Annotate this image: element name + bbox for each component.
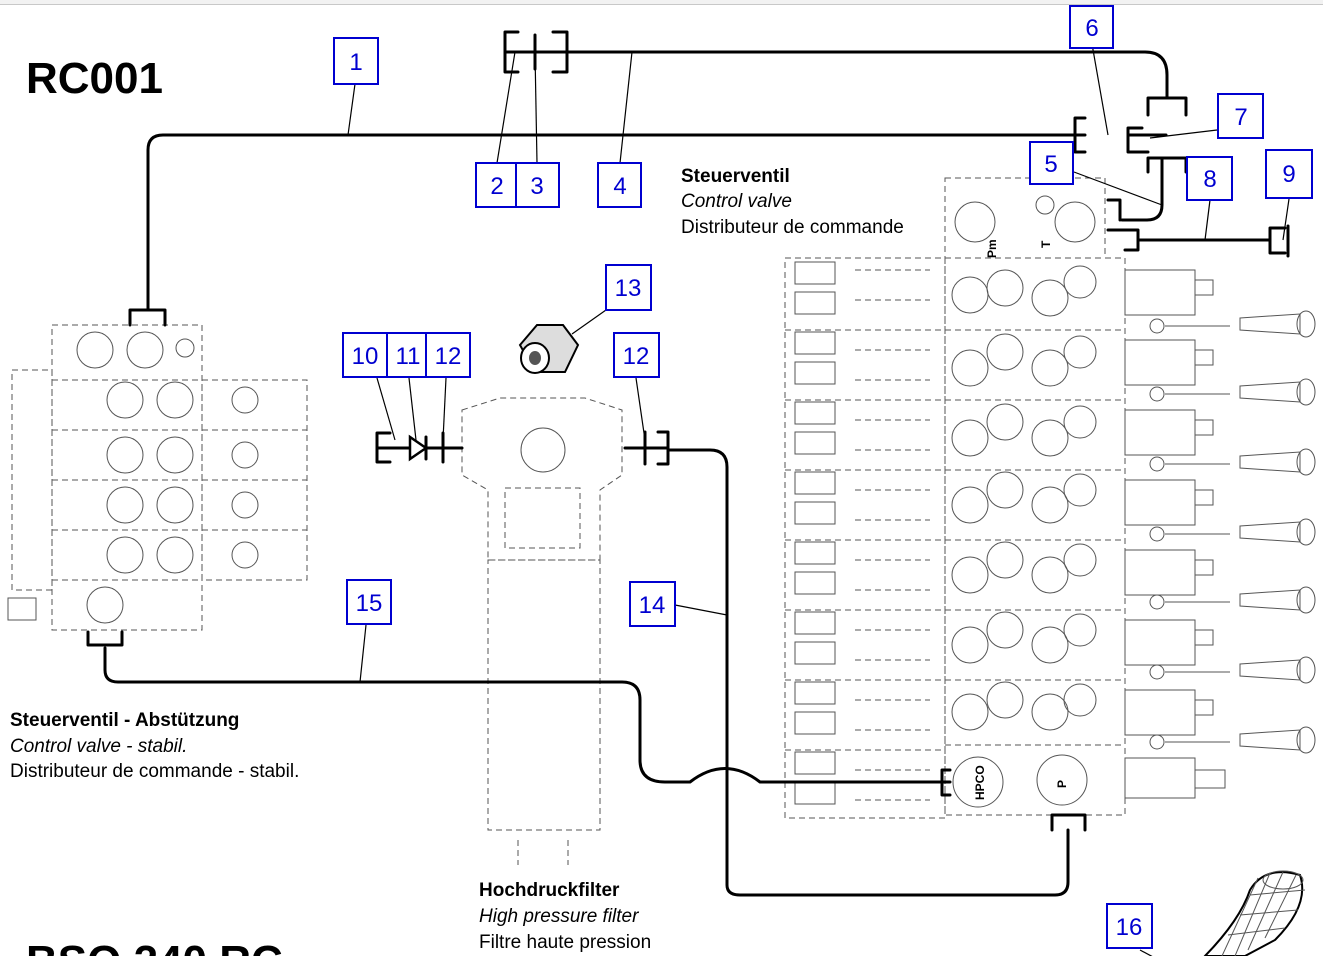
callout-12a: 12 — [425, 332, 471, 378]
callout-1: 1 — [333, 37, 379, 85]
hydraulic-lines — [103, 50, 1272, 897]
svg-text:7: 7 — [1234, 104, 1247, 131]
svg-text:12: 12 — [435, 343, 462, 370]
callout-14: 14 — [629, 581, 676, 627]
stabil-control-valve — [7, 308, 308, 647]
label-hp-filter: Hochdruckfilter High pressure filter Fil… — [479, 880, 651, 953]
svg-text:12: 12 — [623, 343, 650, 370]
port-p-label: P — [1055, 780, 1069, 788]
high-pressure-filter — [461, 397, 623, 865]
svg-text:1: 1 — [349, 49, 362, 76]
callout-5: 5 — [1029, 141, 1074, 185]
callout-8: 8 — [1186, 156, 1233, 201]
callout-13: 13 — [605, 264, 652, 311]
callout-15: 15 — [346, 579, 392, 625]
label-control-valve-stabil: Steuerventil - Abstützung Control valve … — [10, 710, 299, 782]
callout-9: 9 — [1265, 149, 1313, 199]
svg-text:Steuerventil - Abstützung: Steuerventil - Abstützung — [10, 710, 239, 731]
svg-text:Steuerventil: Steuerventil — [681, 166, 790, 187]
callout-16: 16 — [1106, 903, 1153, 949]
svg-text:2: 2 — [490, 173, 503, 200]
svg-text:Control valve - stabil.: Control valve - stabil. — [10, 736, 187, 757]
label-control-valve: Steuerventil Control valve Distributeur … — [681, 166, 904, 238]
callout-2: 2 — [475, 162, 519, 208]
svg-text:High pressure filter: High pressure filter — [479, 906, 639, 927]
svg-text:Control valve: Control valve — [681, 191, 792, 212]
svg-text:5: 5 — [1044, 151, 1057, 178]
fittings — [375, 30, 1290, 832]
svg-text:14: 14 — [639, 592, 666, 619]
leader-lines — [347, 43, 1290, 956]
hose — [1203, 870, 1306, 956]
callout-11: 11 — [386, 332, 430, 378]
port-t-label: T — [1039, 240, 1053, 248]
svg-text:10: 10 — [352, 343, 379, 370]
svg-text:9: 9 — [1282, 161, 1295, 188]
svg-text:13: 13 — [615, 275, 642, 302]
svg-text:8: 8 — [1203, 166, 1216, 193]
window-top-border — [0, 0, 1323, 5]
callout-3: 3 — [515, 162, 560, 208]
main-control-valve: Pm T HPCO P — [784, 177, 1316, 819]
plug-fitting — [518, 324, 580, 374]
svg-text:4: 4 — [613, 173, 626, 200]
callout-4: 4 — [597, 162, 642, 208]
svg-text:15: 15 — [356, 590, 383, 617]
svg-text:Hochdruckfilter: Hochdruckfilter — [479, 880, 620, 901]
callout-7: 7 — [1217, 93, 1264, 139]
diagram-subtitle: BSO 240 RC — [26, 937, 283, 956]
svg-text:16: 16 — [1116, 914, 1143, 941]
callout-6: 6 — [1069, 5, 1114, 49]
port-pm-label: Pm — [985, 239, 999, 258]
callout-12b: 12 — [613, 332, 660, 378]
svg-text:Filtre haute pression: Filtre haute pression — [479, 932, 651, 953]
callout-10: 10 — [342, 332, 388, 378]
svg-text:11: 11 — [396, 343, 421, 370]
port-hpco-label: HPCO — [973, 765, 987, 800]
diagram-title: RC001 — [26, 54, 163, 103]
svg-text:3: 3 — [530, 173, 543, 200]
svg-text:Distributeur de commande - sta: Distributeur de commande - stabil. — [10, 761, 299, 782]
svg-text:6: 6 — [1085, 15, 1098, 42]
svg-text:Distributeur de commande: Distributeur de commande — [681, 217, 904, 238]
